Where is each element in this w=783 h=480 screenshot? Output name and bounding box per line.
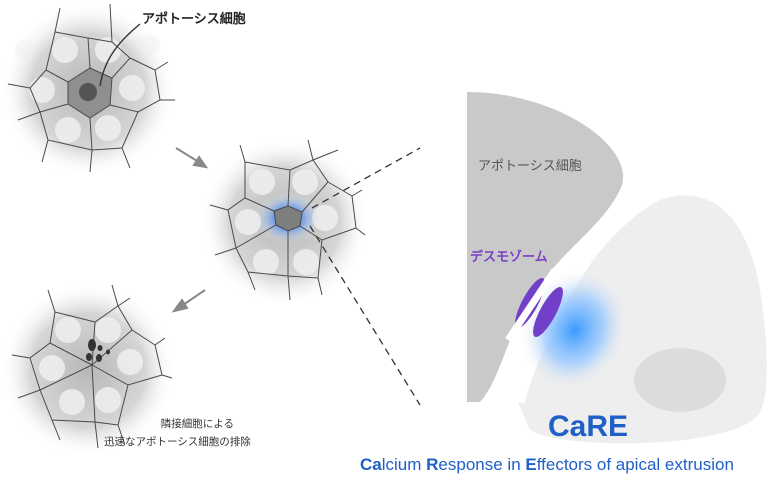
care-word3-rest: ffectors of apical extrusion: [536, 455, 734, 474]
label-apoptotic-cell: アポトーシス細胞: [142, 12, 246, 27]
tissue-apoptotic-cell: [0, 2, 176, 178]
apoptotic-fragments-icon: [86, 339, 110, 362]
label-apoptotic-cell-zoomed: アポトーシス細胞: [478, 159, 582, 174]
tissue-extrusion: [0, 282, 176, 458]
zoomed-cell-view: [467, 92, 767, 444]
zoom-guide-lines: [309, 147, 421, 406]
care-title: CaRE: [548, 410, 629, 443]
apoptotic-cell-shape: [467, 92, 624, 402]
caption: 隣接細胞による 迅速なアポトーシス細胞の排除: [104, 415, 251, 451]
care-word2-rest: esponse in: [438, 455, 526, 474]
tissue-calcium-wave: [200, 137, 370, 307]
care-word1-rest: lcium: [381, 455, 427, 474]
arrow-step2: [171, 289, 206, 313]
care-word3-bold: E: [525, 455, 537, 474]
care-word2-bold: R: [426, 455, 439, 474]
caption-line-2: 迅速なアポトーシス細胞の排除: [104, 436, 251, 448]
caption-line-1: 隣接細胞による: [160, 418, 234, 430]
care-word1-bold: Ca: [360, 455, 382, 474]
nucleus-shape: [634, 348, 726, 412]
arrow-step1: [175, 147, 209, 169]
care-full-name: Calcium Response in Effectors of apical …: [360, 455, 734, 475]
label-desmosome: デスモゾーム: [470, 250, 548, 265]
